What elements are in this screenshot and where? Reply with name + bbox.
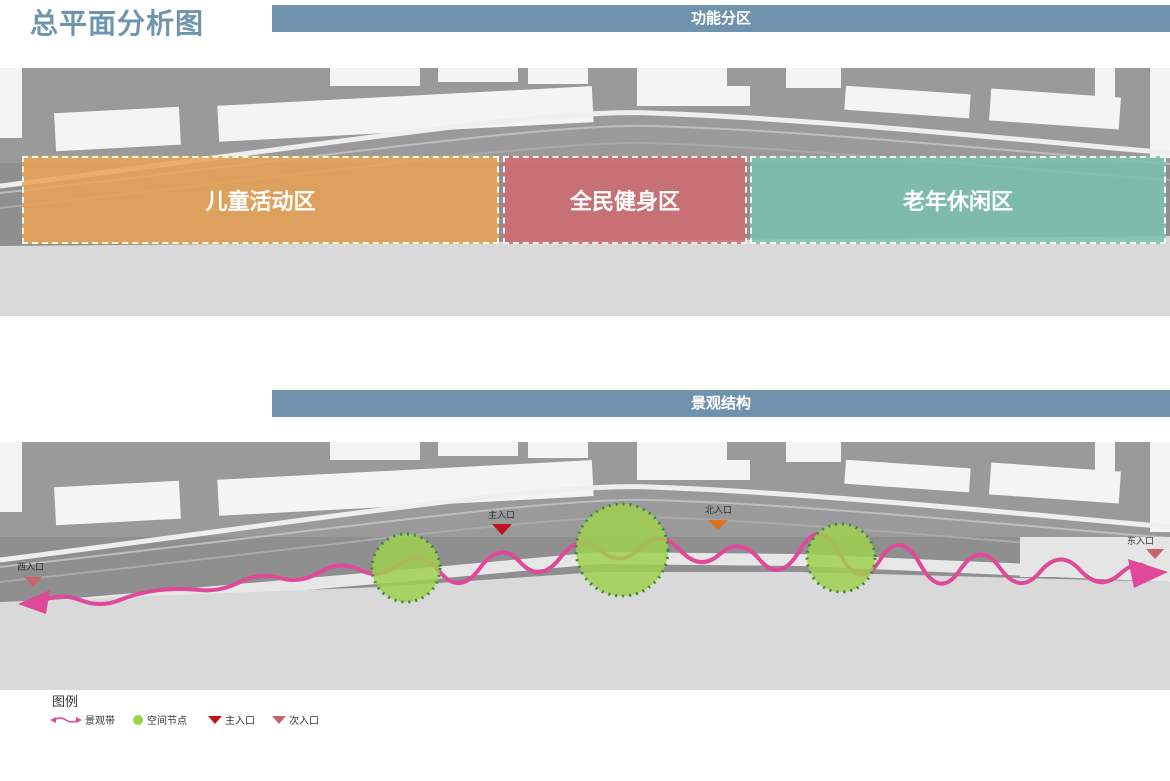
landscape-structure-map: 西入口 主入口 北入口 东入口 (0, 442, 1170, 690)
legend-label: 空间节点 (147, 716, 187, 727)
legend-title: 图例 (52, 695, 79, 710)
rose-triangle-icon (272, 715, 286, 724)
red-triangle-icon (208, 715, 222, 724)
zone-label: 老年休闲区 (902, 190, 1013, 215)
green-circle-icon (133, 714, 143, 725)
landscape-structure-header: 景观结构 (272, 390, 1170, 417)
site-plan-background (0, 442, 1170, 690)
zone-label: 儿童活动区 (205, 190, 316, 215)
landscape-structure-title: 景观结构 (690, 394, 751, 412)
page-title: 总平面分析图 (30, 7, 205, 40)
east-entrance-label: 东入口 (1127, 537, 1155, 547)
main-entrance-label: 主入口 (488, 511, 516, 521)
north-entrance-label: 北入口 (705, 506, 733, 516)
legend-item-secondary-entrance: 次入口 (272, 712, 319, 727)
pink-arrow-line-icon (50, 716, 82, 723)
secondary-entrance-marker (1146, 549, 1164, 559)
legend-label: 景观带 (85, 716, 115, 727)
functional-zoning-map: 儿童活动区 全民健身区 老年休闲区 (0, 68, 1170, 316)
functional-zoning-header: 功能分区 (272, 5, 1170, 32)
zone-elderly-leisure: 老年休闲区 (750, 156, 1166, 244)
legend-item-landscape-belt: 景观带 (50, 712, 115, 727)
legend-item-space-node: 空间节点 (132, 712, 187, 727)
legend-label: 主入口 (225, 716, 255, 727)
north-entrance-marker (708, 520, 728, 530)
functional-zoning-title: 功能分区 (690, 9, 751, 27)
secondary-entrance-marker (24, 577, 42, 587)
west-entrance-label: 西入口 (17, 563, 45, 573)
legend-item-main-entrance: 主入口 (208, 712, 255, 727)
zone-children-activity: 儿童活动区 (22, 156, 499, 244)
main-entrance-marker (492, 524, 512, 535)
legend-label: 次入口 (289, 716, 319, 727)
zone-public-fitness: 全民健身区 (503, 156, 747, 244)
zone-label: 全民健身区 (569, 190, 680, 215)
